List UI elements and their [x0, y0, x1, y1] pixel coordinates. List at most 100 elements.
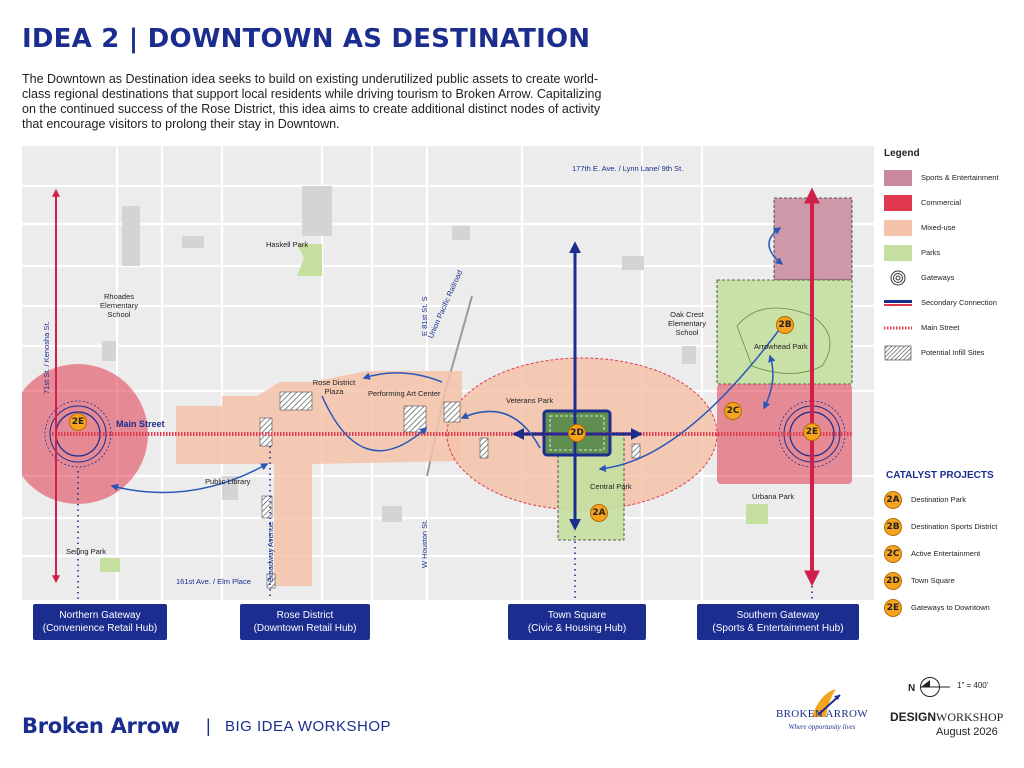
legend-label: Parks — [921, 248, 941, 257]
rose-plaza-label: Rose District Plaza — [312, 378, 356, 396]
downtown-map: 177th E. Ave. / Lynn Lane/ 9th St. 71st … — [22, 146, 874, 600]
central-park-label: Central Park — [590, 482, 632, 491]
catalyst-item: 2D Town Square — [884, 567, 997, 594]
legend-title: Legend — [884, 148, 920, 159]
logo-name: BROKEN ARROW — [776, 708, 868, 720]
legend-item: Secondary Connection — [884, 290, 1024, 315]
badge-north-gateway: 2E — [69, 413, 87, 431]
broadway-label: Broadway Avenue — [266, 521, 275, 582]
legend-label: Potential Infill Sites — [921, 348, 985, 357]
date-label: August 2026 — [936, 726, 998, 738]
legend-item: Parks — [884, 240, 1024, 265]
catalyst-list: 2A Destination Park 2B Destination Sports D… — [884, 486, 997, 621]
legend-label: Mixed-use — [921, 223, 956, 232]
compass-letter: N — [908, 683, 915, 694]
legend-item: Main Street — [884, 315, 1024, 340]
legend-label: Sports & Entertainment — [921, 173, 999, 182]
legend-swatch — [884, 244, 912, 261]
houston-label: W Houston St. — [420, 519, 429, 568]
performing-art-label: Performing Art Center — [368, 389, 441, 398]
legend-item: Gateways — [884, 265, 1024, 290]
legend-swatch — [884, 320, 912, 336]
badge-town-square: 2D — [568, 424, 586, 442]
catalyst-label: Town Square — [911, 576, 955, 585]
legend-swatch — [884, 295, 912, 311]
catalyst-item: 2C Active Entertainment — [884, 540, 997, 567]
firm-name: DESIGNWORKSHOP — [890, 710, 1003, 725]
haskell-park-label: Haskell Park — [266, 240, 309, 249]
hub-sub: (Convenience Retail Hub) — [42, 623, 158, 634]
footer-separator: | — [206, 716, 211, 736]
secondary-connection-arrows — [110, 227, 784, 494]
hub-rose-district: Rose District (Downtown Retail Hub) — [240, 604, 370, 640]
map-canvas — [22, 146, 874, 600]
catalyst-badge: 2D — [884, 571, 902, 590]
badge-sports-district: 2B — [776, 316, 794, 334]
hub-sub: (Civic & Housing Hub) — [527, 623, 627, 634]
firm-name-rest: WORKSHOP — [936, 710, 1004, 724]
catalyst-item: 2A Destination Park — [884, 486, 997, 513]
hub-name: Southern Gateway — [736, 610, 820, 621]
catalyst-label: Destination Park — [911, 495, 967, 504]
catalyst-item: 2B Destination Sports District — [884, 513, 997, 540]
scale-label: 1" = 400' — [957, 681, 989, 690]
urbana-park-label: Urbana Park — [752, 492, 795, 501]
badge-destination-park: 2A — [590, 504, 608, 522]
catalyst-badge: 2E — [884, 598, 902, 617]
catalyst-badge: 2B — [884, 517, 902, 536]
catalyst-label: Active Entertainment — [911, 549, 981, 558]
catalyst-label: Destination Sports District — [911, 522, 998, 531]
legend-swatch — [884, 169, 912, 186]
main-street-label: Main Street — [116, 419, 165, 429]
hub-name: Rose District — [276, 610, 334, 621]
hub-name: Town Square — [547, 610, 607, 621]
hub-name: Northern Gateway — [59, 610, 141, 621]
elm-place-label: 161st Ave. / Elm Place — [176, 577, 251, 586]
veterans-park-label: Veterans Park — [506, 396, 554, 405]
badge-active-entertainment: 2C — [724, 402, 742, 420]
north-arrow-icon: N — [908, 677, 950, 697]
legend-label: Secondary Connection — [921, 298, 997, 307]
broken-arrow-logo-icon — [812, 689, 841, 717]
legend-swatch — [884, 345, 912, 361]
catalyst-badge: 2C — [884, 544, 902, 563]
catalyst-label: Gateways to Downtown — [911, 603, 990, 612]
legend-swatch — [884, 219, 912, 236]
legend-item: Mixed-use — [884, 215, 1024, 240]
rose-district-mixed-use — [176, 371, 462, 586]
legend-item: Sports & Entertainment — [884, 165, 1024, 190]
legend-swatch — [884, 194, 912, 211]
catalyst-badge: 2A — [884, 490, 902, 509]
intro-paragraph: The Downtown as Destination idea seeks t… — [22, 72, 602, 131]
legend-item: Commercial — [884, 190, 1024, 215]
seiling-park-label: Seiling Park — [66, 547, 107, 556]
footer-workshop: BIG IDEA WORKSHOP — [225, 718, 392, 735]
legend-item: Potential Infill Sites — [884, 340, 1024, 365]
page-title: IDEA 2 | DOWNTOWN AS DESTINATION — [22, 24, 591, 54]
hub-southern-gateway: Southern Gateway (Sports & Entertainment… — [697, 604, 859, 640]
lynn-lane-label: 177th E. Ave. / Lynn Lane/ 9th St. — [572, 164, 684, 173]
hub-town-square: Town Square (Civic & Housing Hub) — [508, 604, 646, 640]
arrowhead-park-label: Arrowhead Park — [754, 342, 808, 351]
firm-name-bold: DESIGN — [890, 710, 937, 724]
hub-northern-gateway: Northern Gateway (Convenience Retail Hub… — [33, 604, 167, 640]
legend-swatch — [884, 270, 912, 286]
infill-sites — [259, 391, 641, 589]
legend-label: Gateways — [921, 273, 955, 282]
rhoades-label: Rhoades Elementary School — [100, 292, 138, 319]
hub-sub: (Sports & Entertainment Hub) — [712, 623, 844, 634]
kenosha-label: 71st St. / Kenosha St. — [42, 321, 51, 394]
badge-south-gateway: 2E — [803, 423, 821, 441]
catalyst-title: CATALYST PROJECTS — [886, 470, 994, 481]
legend-label: Main Street — [921, 323, 960, 332]
building-footprints — [102, 186, 696, 522]
footer-brand: Broken Arrow — [22, 714, 180, 738]
public-library-label: Public Library — [205, 477, 251, 486]
hub-sub: (Downtown Retail Hub) — [253, 623, 357, 634]
logo-tagline: Where opportunity lives — [788, 723, 856, 731]
legend-label: Commercial — [921, 198, 962, 207]
oak-crest-label: Oak Crest Elementary School — [668, 310, 706, 337]
catalyst-item: 2E Gateways to Downtown — [884, 594, 997, 621]
